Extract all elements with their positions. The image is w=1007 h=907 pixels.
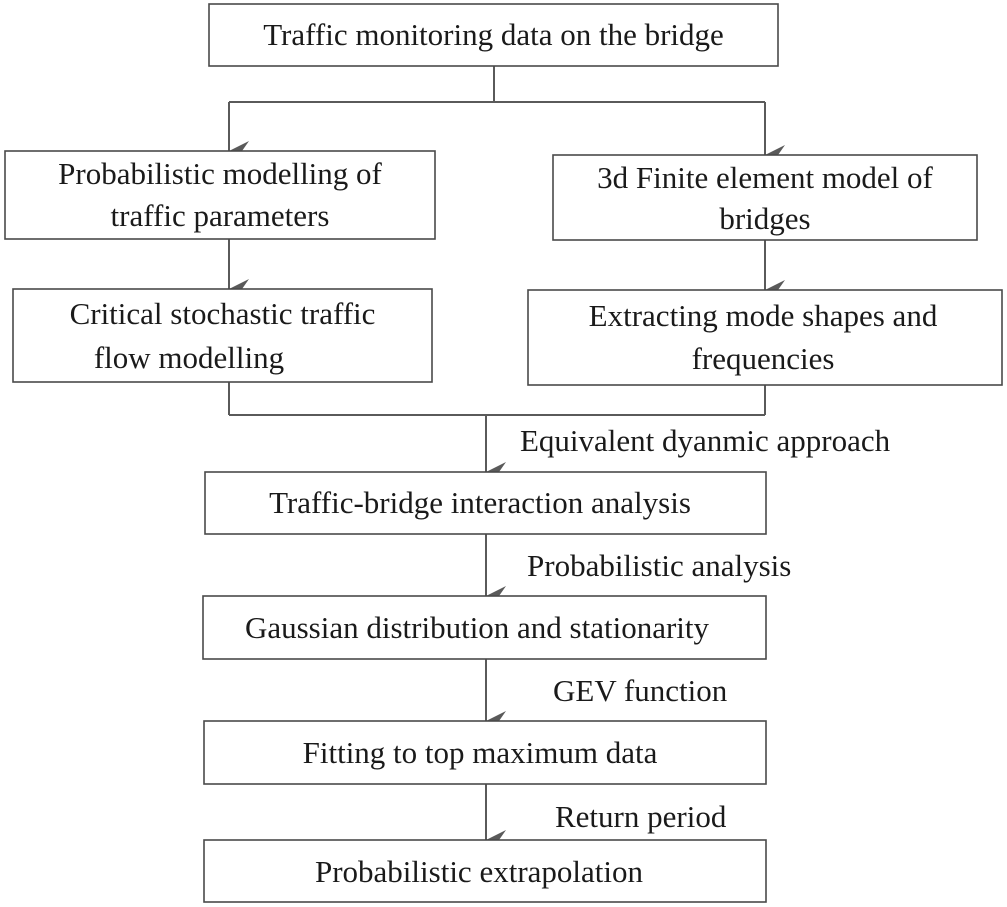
box-gaussian-distribution: Gaussian distribution and stationarity — [202, 595, 767, 660]
svg-text:flow modelling: flow modelling — [94, 340, 284, 375]
svg-text:bridges: bridges — [719, 201, 810, 236]
svg-text:Traffic-bridge interaction ana: Traffic-bridge interaction analysis — [269, 485, 691, 520]
box-probabilistic-extrapolation: Probabilistic extrapolation — [203, 839, 767, 903]
svg-text:Probabilistic modelling of: Probabilistic modelling of — [58, 156, 382, 191]
edge-label-return-period: Return period — [555, 799, 727, 834]
box-traffic-bridge-interaction: Traffic-bridge interaction analysis — [204, 471, 767, 535]
svg-text:Gaussian distribution and stat: Gaussian distribution and stationarity — [245, 610, 710, 645]
svg-text:Fitting to top maximum data: Fitting to top maximum data — [303, 735, 658, 770]
edge-label-equivalent-dynamic: Equivalent dyanmic approach — [520, 423, 891, 458]
svg-text:3d Finite element model of: 3d Finite element model of — [597, 160, 933, 195]
box-critical-stochastic-traffic: Critical stochastic traffic flow modelli… — [12, 288, 433, 383]
edge-label-probabilistic-analysis: Probabilistic analysis — [527, 548, 791, 583]
svg-text:Traffic monitoring data on the: Traffic monitoring data on the bridge — [263, 17, 724, 52]
box-probabilistic-modelling: Probabilistic modelling of traffic param… — [4, 150, 436, 240]
connector-split — [228, 66, 785, 165]
connector-merge — [228, 382, 766, 482]
svg-text:Probabilistic extrapolation: Probabilistic extrapolation — [315, 854, 644, 889]
box-extracting-mode-shapes: Extracting mode shapes and frequencies — [527, 289, 1003, 386]
svg-text:Critical stochastic traffic: Critical stochastic traffic — [70, 296, 376, 331]
svg-text:frequencies: frequencies — [692, 341, 835, 376]
edge-label-gev-function: GEV function — [553, 673, 728, 708]
box-finite-element-model: 3d Finite element model of bridges — [552, 154, 978, 241]
box-fitting-top-maximum: Fitting to top maximum data — [203, 720, 767, 785]
svg-text:traffic parameters: traffic parameters — [111, 198, 330, 233]
box-traffic-monitoring-data: Traffic monitoring data on the bridge — [208, 3, 779, 67]
svg-text:Extracting mode shapes and: Extracting mode shapes and — [589, 298, 938, 333]
